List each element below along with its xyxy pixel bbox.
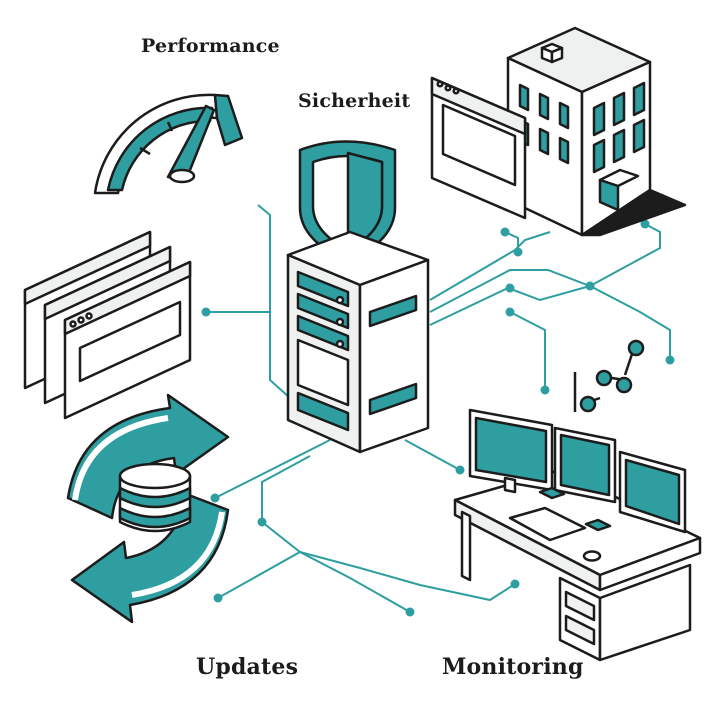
label-performance: Performance (141, 35, 280, 57)
monitoring-desk-icon (453, 339, 702, 662)
building-icon (430, 26, 687, 237)
gauge-icon (93, 93, 244, 195)
label-updates: Updates (196, 654, 299, 680)
database-sync-icon (66, 393, 230, 624)
shield-icon (298, 140, 397, 264)
server-icon (286, 230, 430, 454)
connection-nodes (201, 219, 675, 617)
label-monitoring: Monitoring (442, 654, 584, 680)
browser-windows-icon (23, 230, 192, 420)
label-security: Sicherheit (298, 90, 411, 112)
